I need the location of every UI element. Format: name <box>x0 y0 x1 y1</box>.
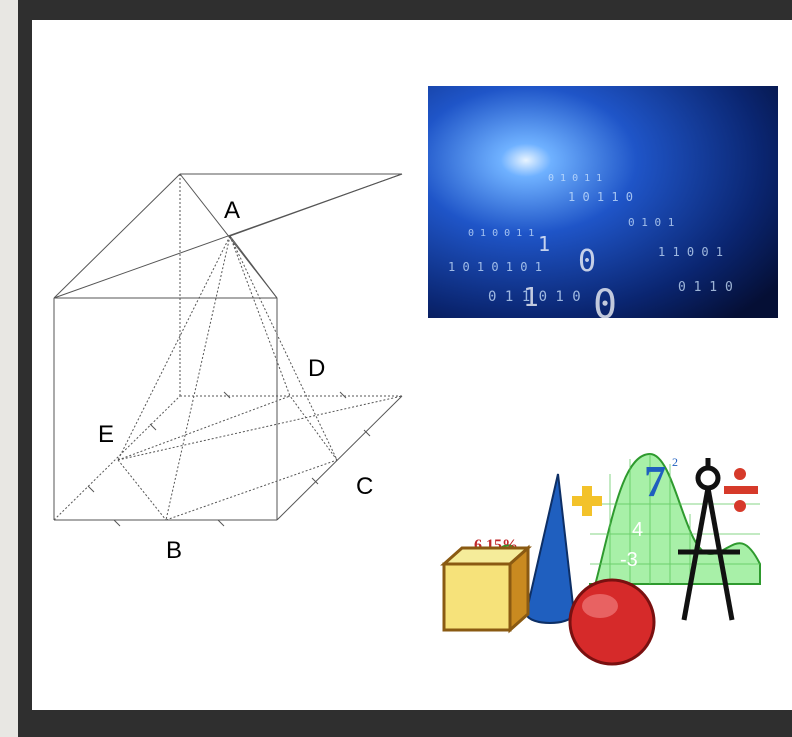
label-e: E <box>98 421 114 448</box>
svg-text:1 0 1 1 0: 1 0 1 1 0 <box>568 190 633 204</box>
label-d: D <box>308 355 325 382</box>
label-c: C <box>356 473 373 500</box>
tick-mark <box>113 519 121 527</box>
four-text: 4 <box>632 519 643 541</box>
edge-bottom-right <box>276 395 403 521</box>
graph-curve <box>589 452 761 605</box>
cube-icon <box>440 544 532 634</box>
svg-text:0 1 0 1: 0 1 0 1 <box>628 216 674 229</box>
math-clipart: 6.15% 7 2 4 -3 <box>440 452 761 666</box>
hidden-a-d <box>229 235 291 397</box>
tick-mark <box>149 423 157 431</box>
plus-icon <box>572 486 602 516</box>
tick-mark <box>217 519 225 527</box>
tick-mark <box>339 391 347 399</box>
edge-top-left-back <box>53 173 181 299</box>
svg-text:0: 0 <box>578 244 596 279</box>
svg-text:0 1 1 0 1 0: 0 1 1 0 1 0 <box>488 289 581 305</box>
minus-three-text: -3 <box>620 549 638 571</box>
hidden-e-b <box>117 459 167 521</box>
slide-canvas: A B C D E 0 1 0 1 1 1 0 1 1 0 0 1 0 0 1 … <box>32 20 792 710</box>
divide-icon <box>724 468 758 512</box>
svg-text:1 1 0 0 1: 1 1 0 0 1 <box>658 245 723 259</box>
svg-text:0 1 1 0: 0 1 1 0 <box>678 280 733 295</box>
svg-text:0: 0 <box>593 282 617 318</box>
hidden-c-d <box>289 395 338 461</box>
svg-text:0 1 0 1 1: 0 1 0 1 1 <box>548 173 602 184</box>
hidden-b-c <box>165 459 338 521</box>
exponent-text: 2 <box>672 455 678 469</box>
cone-icon <box>524 473 576 624</box>
label-b: B <box>166 537 182 564</box>
label-a: A <box>224 197 240 224</box>
hidden-e-right <box>117 395 403 461</box>
svg-text:1: 1 <box>538 232 550 256</box>
svg-text:1 0 1 0 1 0 1: 1 0 1 0 1 0 1 <box>448 260 542 274</box>
binary-code-image: 0 1 0 1 1 1 0 1 1 0 0 1 0 0 1 1 1 0 1 0 … <box>428 86 778 318</box>
seven-text: 7 <box>644 457 666 506</box>
svg-text:0 1 0 0 1 1: 0 1 0 0 1 1 <box>468 228 534 239</box>
tick-mark <box>87 485 95 493</box>
hidden-a-e <box>117 235 231 461</box>
hidden-left-bottom <box>53 395 181 521</box>
hidden-a-c <box>229 235 338 461</box>
hidden-a-b <box>165 235 231 521</box>
tick-mark <box>223 391 231 399</box>
edge-top-right-a <box>229 173 403 237</box>
hidden-e-d <box>117 395 291 461</box>
pyramid-prism-diagram: A B C D E <box>53 173 403 564</box>
svg-text:1: 1 <box>523 283 539 313</box>
tick-mark <box>363 429 371 437</box>
edge-a-right <box>229 235 278 299</box>
sphere-icon <box>568 578 656 666</box>
tick-mark <box>311 477 319 485</box>
compass-icon <box>678 458 740 621</box>
